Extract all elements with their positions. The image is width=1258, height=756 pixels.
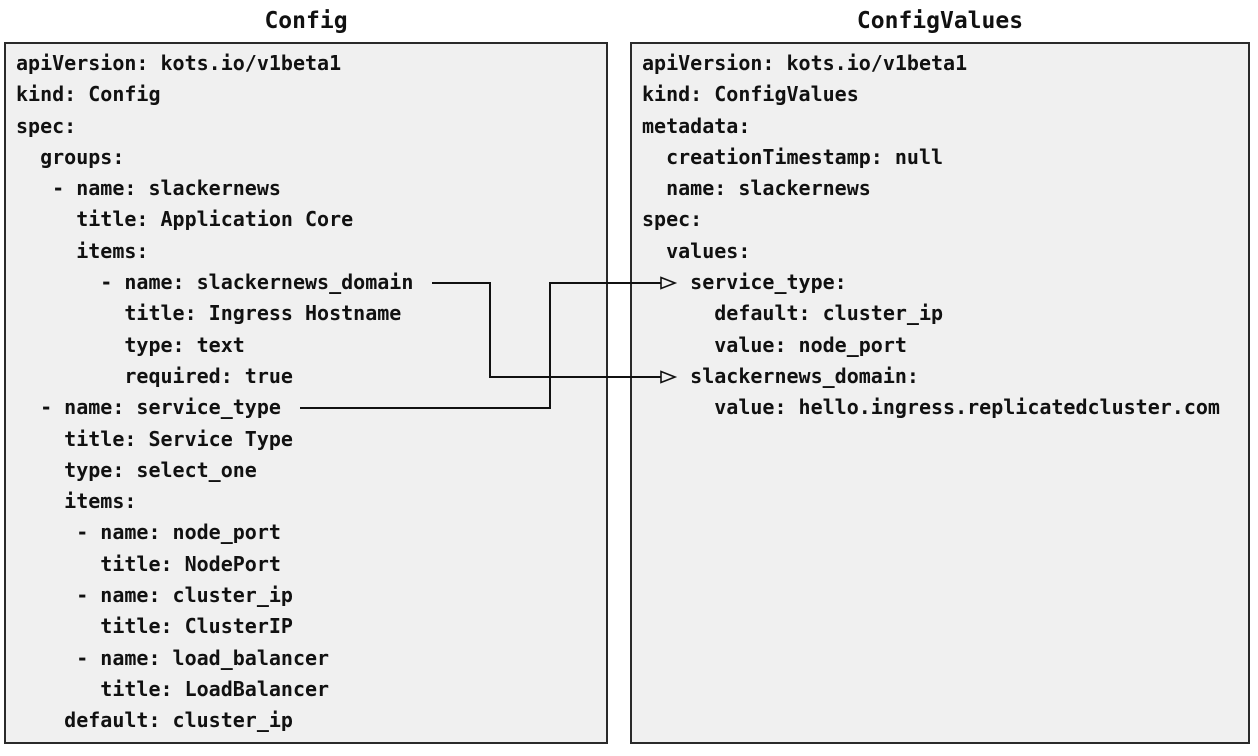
yaml-line: spec:	[642, 207, 703, 232]
yaml-line: type: text	[16, 332, 245, 357]
yaml-line: values:	[642, 238, 751, 263]
yaml-line: spec:	[16, 113, 77, 138]
yaml-line: title: Ingress Hostname	[16, 301, 402, 326]
yaml-line: name: slackernews	[642, 176, 871, 201]
configvalues-panel-title: ConfigValues	[856, 8, 1024, 34]
yaml-line: - name: slackernews	[16, 176, 281, 201]
config-panel-title: Config	[264, 8, 348, 34]
config-panel: apiVersion: kots.io/v1beta1 kind: Config s…	[4, 42, 608, 744]
yaml-line: apiVersion: kots.io/v1beta1	[16, 51, 342, 75]
yaml-line: kind: ConfigValues	[642, 82, 859, 107]
yaml-line: kind: Config	[16, 82, 161, 107]
configvalues-yaml-code: apiVersion: kots.io/v1beta1 kind: ConfigV…	[632, 44, 1248, 424]
yaml-line: title: NodePort	[16, 551, 281, 576]
yaml-line: metadata:	[642, 113, 751, 138]
yaml-line: - name: slackernews_domain	[16, 270, 414, 295]
configvalues-panel: apiVersion: kots.io/v1beta1 kind: ConfigV…	[630, 42, 1250, 744]
yaml-line: default: cluster_ip	[642, 301, 944, 326]
yaml-line: - name: load_balancer	[16, 645, 330, 670]
config-yaml-code: apiVersion: kots.io/v1beta1 kind: Config s…	[6, 44, 606, 737]
yaml-line: apiVersion: kots.io/v1beta1	[642, 51, 968, 75]
yaml-line: - name: node_port	[16, 520, 281, 545]
yaml-line: title: Service Type	[16, 426, 293, 451]
yaml-line: title: LoadBalancer	[16, 676, 330, 701]
yaml-line: slackernews_domain:	[642, 363, 919, 388]
yaml-line: items:	[16, 238, 149, 263]
yaml-line: groups:	[16, 144, 125, 169]
yaml-line: items:	[16, 489, 137, 514]
yaml-line: - name: service_type	[16, 395, 281, 420]
yaml-line: - name: cluster_ip	[16, 583, 293, 608]
yaml-line: title: ClusterIP	[16, 614, 293, 639]
yaml-line: required: true	[16, 363, 293, 388]
yaml-line: value: hello.ingress.replicatedcluster.c…	[642, 395, 1220, 420]
yaml-line: creationTimestamp: null	[642, 144, 944, 169]
yaml-line: type: select_one	[16, 457, 257, 482]
yaml-line: default: cluster_ip	[16, 708, 293, 733]
yaml-line: service_type:	[642, 270, 847, 295]
yaml-line: value: node_port	[642, 332, 907, 357]
yaml-line: title: Application Core	[16, 207, 354, 232]
